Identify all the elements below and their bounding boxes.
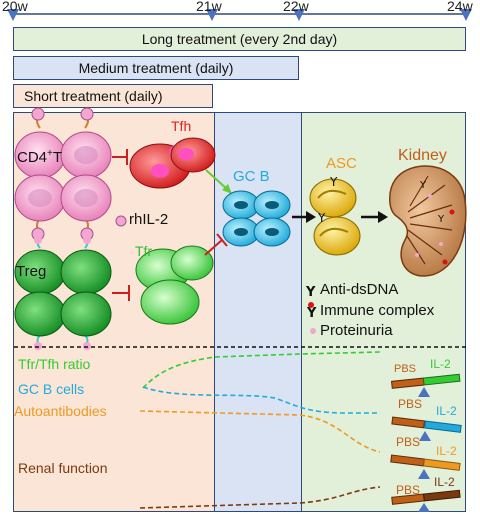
inhibit-cd4-tfh [112, 149, 128, 165]
il2-label-3: IL-2 [436, 444, 457, 458]
inhibit-tfr-gcb [204, 233, 228, 256]
gcb-cells [222, 190, 291, 247]
treg-label: Treg [16, 263, 47, 280]
week-label-22: 22w [283, 0, 309, 14]
tfr-label: Tfr [135, 243, 153, 259]
anti-dsdna-label: Anti-dsDNA [320, 281, 399, 298]
tfr-tfh-curve [142, 351, 381, 389]
il2-label-1: IL-2 [430, 357, 451, 371]
scale-gcb [391, 416, 462, 433]
svg-text:Y: Y [306, 306, 317, 321]
proteinuria-label: Proteinuria [320, 322, 393, 339]
week-label-20: 20w [2, 0, 28, 14]
il2-label-2: IL-2 [436, 404, 457, 418]
fulcrum-tfr-tfh [418, 387, 430, 397]
medium-treatment-bar: Medium treatment (daily) [13, 56, 299, 80]
inhibit-treg-tfr [112, 285, 130, 301]
gcb-cells-label: GC B cells [18, 381, 85, 397]
scale-renal [391, 489, 461, 505]
long-treatment-label: Long treatment (every 2nd day) [141, 31, 338, 47]
tfh-cells [129, 137, 216, 189]
fulcrum-renal [418, 503, 430, 512]
fulcrum-gcb [419, 431, 431, 441]
immune-complex-label: Immune complex [320, 302, 435, 319]
arrow-asc-kidney [361, 211, 388, 223]
svg-text:Y: Y [437, 214, 445, 225]
asc-cells: Y Y [309, 175, 361, 256]
renal-function-label: Renal function [18, 460, 108, 476]
pbs-label-1: PBS [394, 363, 417, 375]
gcb-label: GC B [233, 168, 270, 185]
medium-treatment-region [214, 112, 302, 512]
medium-treatment-label: Medium treatment (daily) [78, 60, 234, 76]
short-treatment-label: Short treatment (daily) [24, 88, 163, 104]
gcb-curve [142, 386, 380, 414]
week-marker-21 [206, 9, 218, 21]
tfr-cells [135, 245, 214, 325]
renal-curve [139, 486, 381, 509]
fulcrum-autoantibodies [418, 469, 430, 479]
long-treatment-bar: Long treatment (every 2nd day) [13, 27, 466, 51]
treg-cells [14, 236, 112, 350]
week-label-24: 24w [447, 0, 473, 14]
kidney-icon: Y Y [389, 165, 467, 277]
il2-label-4: IL-2 [434, 475, 455, 489]
cd4t-cells [14, 107, 112, 241]
scale-autoantibodies [390, 454, 461, 471]
week-label-21: 21w [196, 0, 222, 14]
svg-text:Y: Y [419, 180, 427, 191]
svg-text:Y: Y [329, 175, 338, 189]
cd4t-label: CD4+T [17, 148, 63, 166]
pbs-label-3: PBS [396, 435, 421, 449]
tfr-tfh-ratio-label: Tfr/Tfh ratio [18, 356, 91, 372]
autoantibodies-curve [139, 410, 381, 453]
pbs-label-4: PBS [396, 483, 421, 497]
timeline [7, 9, 472, 21]
anti-dsdna-glyph: Y [305, 285, 316, 300]
rhil2-icon [115, 215, 127, 227]
svg-text:Y: Y [317, 211, 326, 225]
week-marker-20 [7, 9, 19, 21]
short-treatment-bar: Short treatment (daily) [13, 84, 213, 108]
autoantibodies-label: Autoantibodies [14, 403, 107, 419]
immune-complex-glyph: Y [306, 302, 317, 321]
arrow-gcb-asc [292, 211, 316, 223]
scale-tfr-tfh [390, 373, 461, 389]
pbs-label-2: PBS [398, 397, 423, 411]
week-marker-22 [293, 9, 305, 21]
tfh-label: Tfh [171, 118, 192, 134]
rhil2-label: rhIL-2 [129, 211, 169, 228]
asc-label: ASC [326, 155, 357, 172]
week-marker-24 [460, 9, 472, 21]
proteinuria-glyph [310, 328, 316, 334]
kidney-label: Kidney [398, 147, 447, 164]
arrow-tfh-gcb [205, 169, 232, 194]
